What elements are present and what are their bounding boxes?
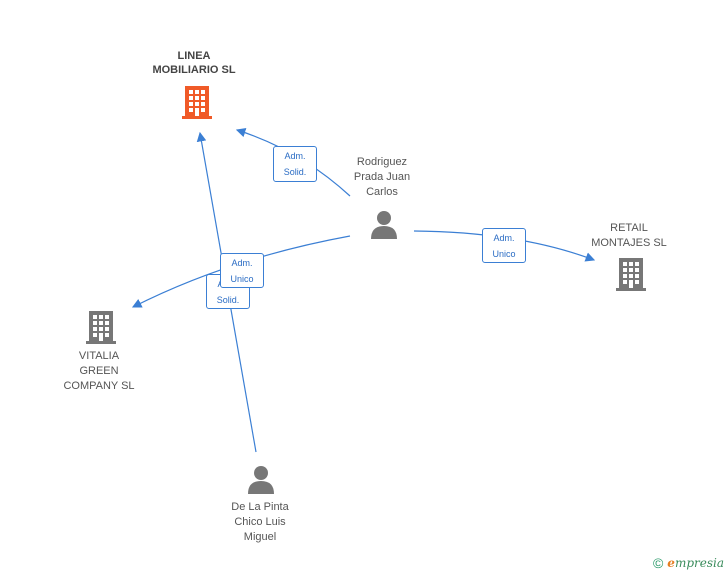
label-line: COMPANY SL [63,380,135,392]
node-label-linea-mobiliario[interactable]: LINEA MOBILIARIO SL [134,49,254,77]
label-line: MONTAJES SL [591,237,667,249]
relation-badge-rodriguez-retail[interactable]: Adm. Unico [482,228,526,263]
label-line: De La Pinta [231,501,289,513]
relation-line: Solid. [216,295,240,305]
copyright-icon: © [652,555,664,571]
label-line: LINEA [177,50,211,62]
footer-brand: © empresia [653,555,724,571]
node-label-vitalia-green[interactable]: VITALIA GREEN COMPANY SL [48,349,150,394]
label-line: RETAIL [610,222,648,234]
label-line: GREEN [79,365,119,377]
label-line: VITALIA [78,350,120,362]
building-icon[interactable] [615,256,647,292]
relation-badge-rodriguez-vitalia[interactable]: Adm. Unico [220,253,264,288]
label-line: Chico Luis [234,516,286,528]
label-line: Prada Juan [353,171,411,183]
label-line: MOBILIARIO SL [152,64,236,76]
label-line: Carlos [366,186,398,198]
relation-line: Adm. [231,258,253,268]
relation-line: Solid. [283,167,307,177]
building-icon[interactable] [85,309,117,345]
node-label-rodriguez[interactable]: Rodriguez Prada Juan Carlos [332,155,432,200]
person-icon[interactable] [246,464,276,494]
label-line: Miguel [243,531,277,543]
relation-line: Unico [492,249,516,259]
person-icon[interactable] [369,209,399,239]
relation-line: Unico [230,274,254,284]
relation-badge-rodriguez-linea[interactable]: Adm. Solid. [273,146,317,182]
relation-line: Adm. [284,151,306,161]
label-line: Rodriguez [356,156,408,168]
relation-line: Adm. [493,233,515,243]
node-label-delapinta[interactable]: De La Pinta Chico Luis Miguel [210,500,310,545]
building-icon[interactable] [181,84,213,120]
node-label-retail-montajes[interactable]: RETAIL MONTAJES SL [578,221,680,251]
brand-initial: e [667,556,675,570]
brand-name: mpresia [674,556,724,570]
brand-logo[interactable]: empresia [667,556,724,570]
